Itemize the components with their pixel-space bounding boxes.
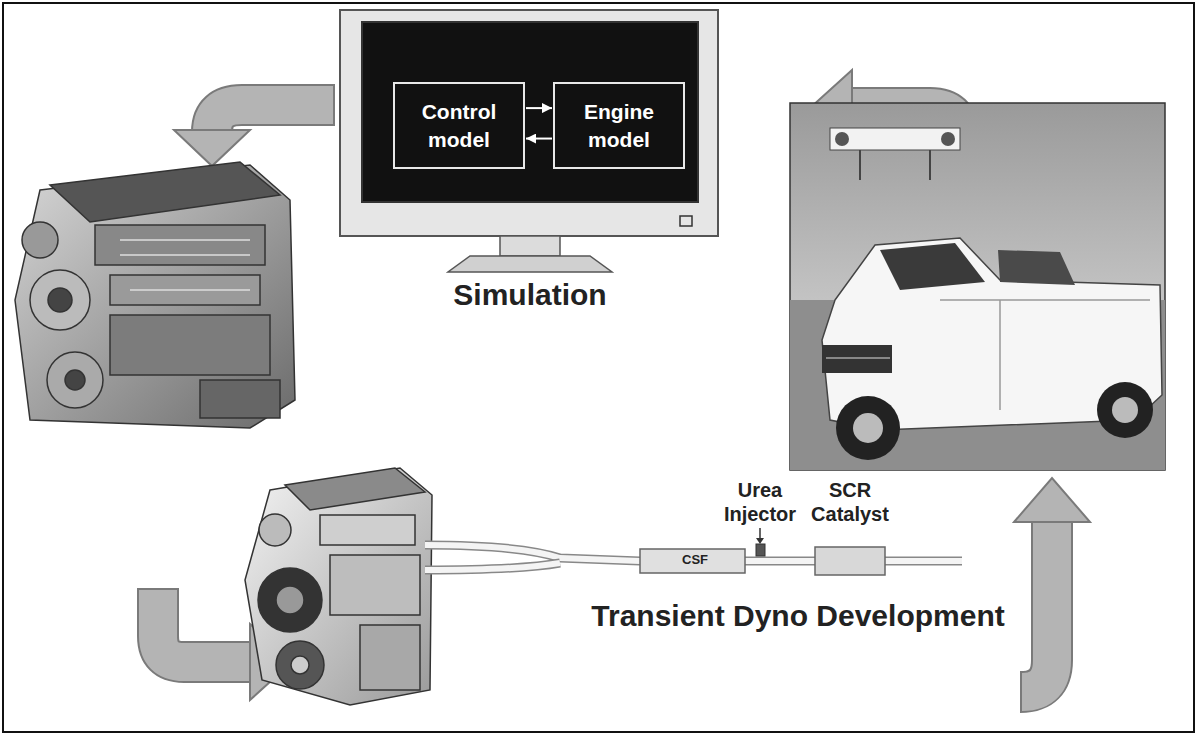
simulation-monitor: Simulation Control model Engine model: [340, 10, 720, 328]
exhaust-line: [425, 528, 962, 575]
engine-picture: [245, 468, 432, 705]
model-box: Control model: [393, 82, 525, 169]
signal-arrow: [526, 107, 552, 109]
model-box: Engine model: [553, 82, 685, 169]
section-title: Transient Dyno Development: [578, 598, 1018, 634]
part-label: Urea Injector: [712, 478, 808, 526]
signal-arrow: [526, 138, 552, 140]
engine-picture: [15, 162, 295, 428]
part-label: CSF: [672, 552, 718, 568]
truck-photo: [790, 103, 1165, 470]
node-text: Control model: [403, 98, 515, 153]
part-label: SCR Catalyst: [802, 478, 898, 526]
monitor-icon: [340, 10, 718, 272]
node-text: Engine model: [563, 98, 675, 153]
node-text: Simulation: [340, 278, 720, 312]
frame: [3, 3, 1194, 732]
